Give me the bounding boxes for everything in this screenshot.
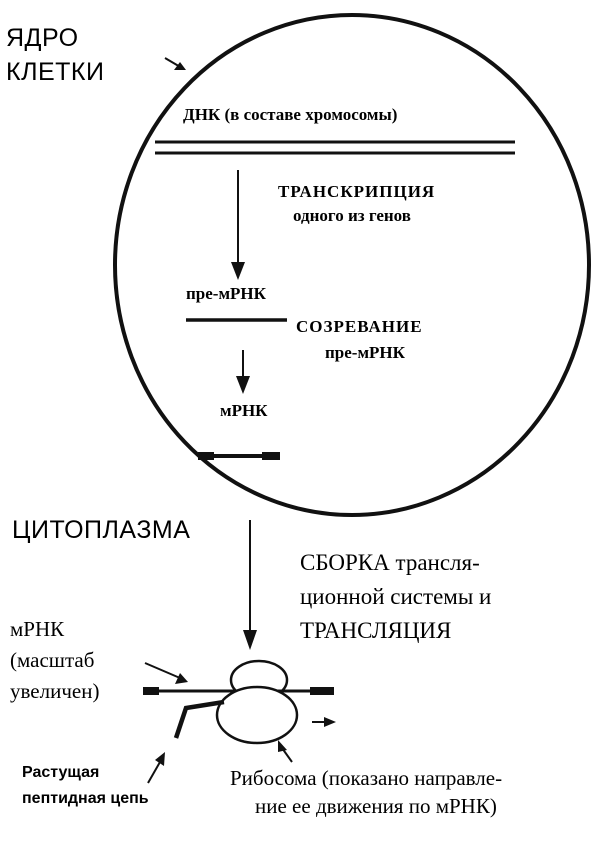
maturation-arrowhead [236, 376, 250, 394]
mrna-label-nucleus: мРНК [220, 401, 268, 420]
ribosome-label-line2: ние ее движения по мРНК) [255, 794, 497, 818]
ribosome-pointer-arrowhead [278, 740, 287, 752]
mrna-magnified-line1: мРНК [10, 617, 65, 641]
mrna-strand-cytoplasm-cap-right [310, 687, 334, 695]
peptide-pointer-arrowhead [155, 752, 165, 766]
nucleus-pointer-arrowhead [174, 62, 186, 70]
ribosome-direction-arrowhead [324, 717, 336, 727]
dna-label: ДНК (в составе хромосомы) [183, 105, 397, 124]
nucleus-label-line2: КЛЕТКИ [6, 58, 104, 86]
transcription-arrowhead [231, 262, 245, 280]
transcription-title: ТРАНСКРИПЦИЯ [278, 182, 435, 201]
cytoplasm-label: ЦИТОПЛАЗМА [12, 516, 190, 544]
mrna-pointer-arrow [144, 662, 181, 679]
peptide-label-line2: пептидная цепь [22, 790, 149, 807]
maturation-subtitle: пре-мРНК [325, 343, 406, 362]
peptide-pointer-arrow [147, 761, 161, 784]
ribosome-label-line1: Рибосома (показано направле- [230, 766, 502, 790]
mrna-strand-cytoplasm-cap-left [143, 687, 159, 695]
nucleus-label-line1: ЯДРО [6, 24, 79, 52]
assembly-line2: ционной системы и [300, 584, 491, 609]
peptide-chain [173, 699, 225, 739]
transcription-subtitle: одного из генов [293, 206, 411, 225]
nucleus-ellipse [113, 13, 591, 517]
mrna-strand-nucleus-cap-right [262, 452, 280, 460]
assembly-line1: СБОРКА трансля- [300, 550, 480, 575]
mrna-strand-nucleus-cap-left [198, 452, 214, 460]
mrna-pointer-arrowhead [175, 673, 188, 684]
pre-mrna-label: пре-мРНК [186, 284, 267, 303]
assembly-line3: ТРАНСЛЯЦИЯ [300, 618, 451, 643]
export-arrowhead [243, 630, 257, 650]
mrna-magnified-line2: (масштаб [10, 648, 94, 672]
ribosome-large-subunit [215, 685, 299, 745]
peptide-label-line1: Растущая [22, 764, 99, 781]
mrna-magnified-line3: увеличен) [10, 679, 99, 703]
maturation-title: СОЗРЕВАНИЕ [296, 317, 423, 336]
